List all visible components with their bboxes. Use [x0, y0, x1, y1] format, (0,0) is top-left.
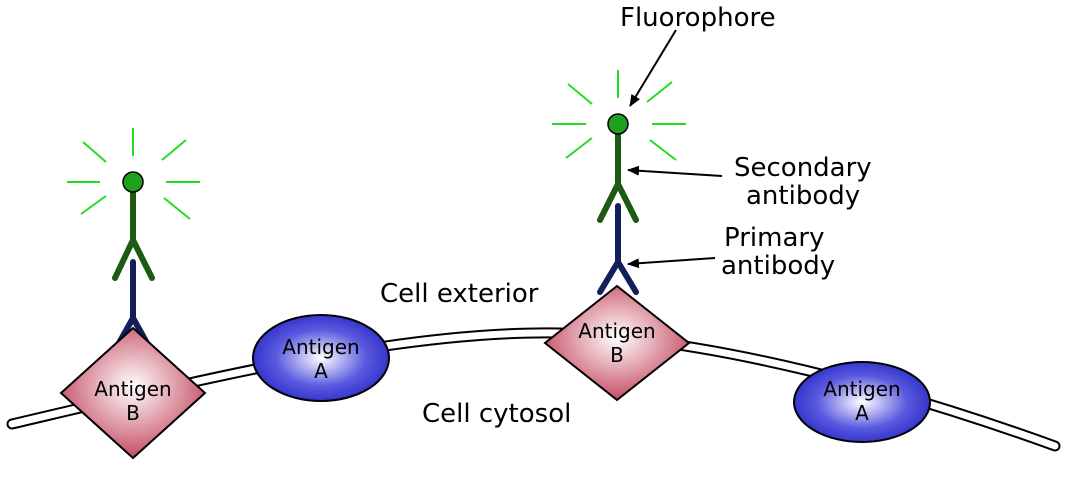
fluorophore-label: Fluorophore: [620, 3, 776, 33]
antigen-a-left: Antigen A: [252, 314, 390, 402]
antigen-b-right: Antigen B: [543, 284, 691, 402]
cell-cytosol-label: Cell cytosol: [422, 399, 571, 429]
antigen-b-left-letter: B: [126, 401, 140, 425]
right-glow-rays: [552, 70, 686, 161]
cell-exterior-label: Cell exterior: [380, 279, 539, 309]
left-fluorophore: [122, 171, 144, 193]
right-primary-antibody: [597, 203, 639, 295]
secondary-antibody-label-line1: Secondary: [734, 153, 872, 183]
antigen-b-right-name: Antigen: [578, 319, 655, 343]
antigen-b-right-letter: B: [610, 343, 624, 367]
right-secondary-antibody: [597, 131, 639, 223]
antigen-b-left: Antigen B: [59, 326, 207, 460]
primary-antibody-arrow: [627, 257, 716, 269]
primary-antibody-label-line1: Primary: [724, 223, 824, 253]
antigen-a-right-name: Antigen: [823, 377, 900, 401]
antigen-a-left-letter: A: [314, 359, 328, 383]
right-fluorophore: [607, 113, 629, 135]
primary-antibody-label-line2: antibody: [721, 251, 835, 281]
left-glow-rays: [67, 128, 200, 220]
antigen-a-right-letter: A: [855, 401, 869, 425]
secondary-antibody-label-line2: antibody: [746, 181, 860, 211]
secondary-antibody-arrow: [627, 165, 723, 177]
fluorophore-arrow: [629, 29, 677, 107]
left-secondary-antibody: [112, 189, 155, 281]
antigen-b-left-name: Antigen: [94, 377, 171, 401]
antigen-a-right: Antigen A: [793, 361, 931, 443]
antigen-a-left-name: Antigen: [282, 335, 359, 359]
